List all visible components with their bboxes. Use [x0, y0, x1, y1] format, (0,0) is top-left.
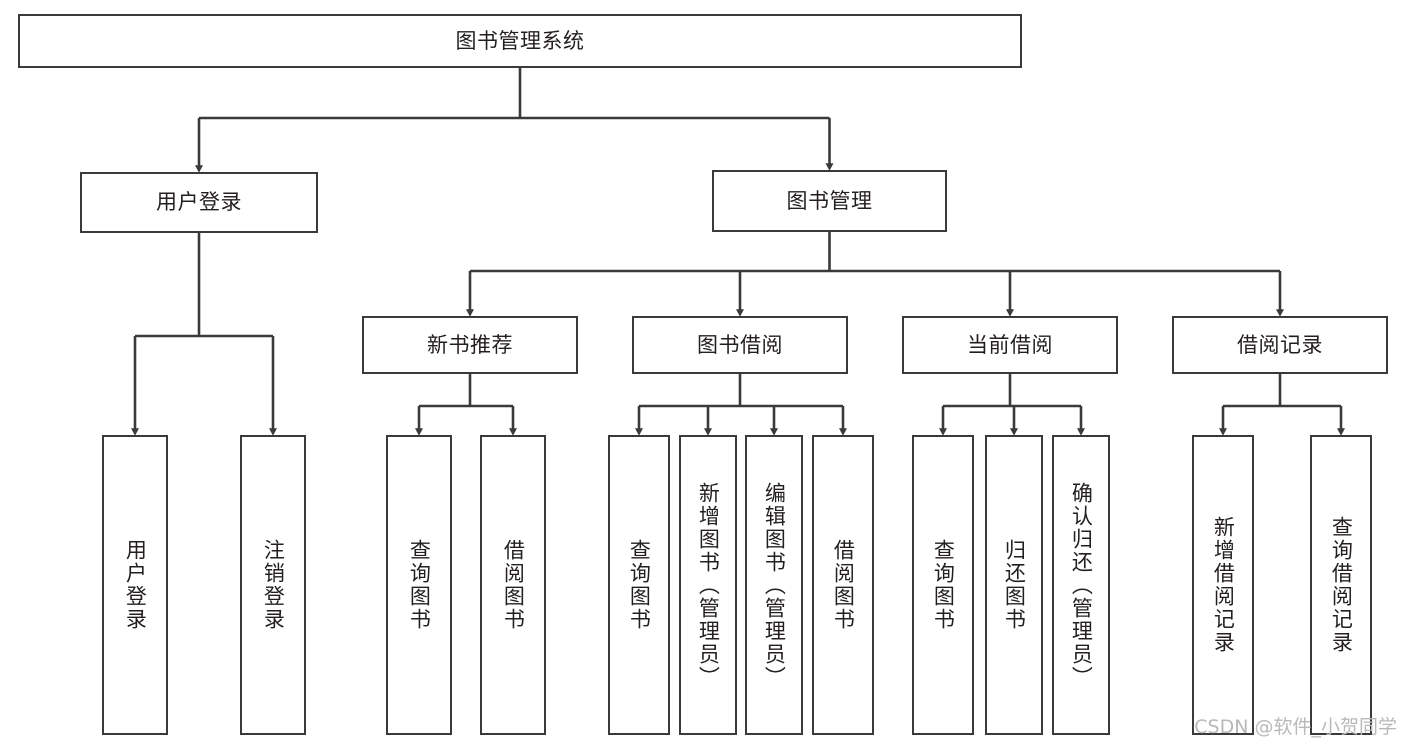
node-label: 归还图书: [1002, 539, 1027, 631]
node-borrow-record[interactable]: 借阅记录: [1172, 316, 1388, 374]
node-label: 图书借阅: [697, 332, 783, 357]
leaf-add-borrow-record[interactable]: 新增借阅记录: [1192, 435, 1254, 735]
leaf-confirm-return-admin[interactable]: 确认归还（管理员）: [1052, 435, 1110, 735]
node-label: 当前借阅: [967, 332, 1053, 357]
leaf-query-book-borrow[interactable]: 查询图书: [608, 435, 670, 735]
leaf-borrow-book-borrow[interactable]: 借阅图书: [812, 435, 874, 735]
leaf-borrow-book-new[interactable]: 借阅图书: [480, 435, 546, 735]
node-label: 查询图书: [931, 539, 956, 631]
leaf-query-book-new[interactable]: 查询图书: [386, 435, 452, 735]
node-book-borrow[interactable]: 图书借阅: [632, 316, 848, 374]
node-user-login[interactable]: 用户登录: [80, 172, 318, 233]
node-label: 确认归还（管理员）: [1069, 481, 1094, 689]
node-label: 借阅图书: [831, 539, 856, 631]
node-new-book-recommend[interactable]: 新书推荐: [362, 316, 578, 374]
csdn-watermark: CSDN @软件_小贺同学: [1194, 716, 1397, 738]
node-label: 图书管理系统: [455, 28, 585, 53]
node-label: 新增借阅记录: [1211, 516, 1236, 654]
leaf-query-borrow-record[interactable]: 查询借阅记录: [1310, 435, 1372, 735]
node-label: 借阅图书: [501, 539, 526, 631]
leaf-return-book[interactable]: 归还图书: [985, 435, 1043, 735]
node-root[interactable]: 图书管理系统: [18, 14, 1022, 68]
node-current-borrow[interactable]: 当前借阅: [902, 316, 1118, 374]
node-label: 图书管理: [786, 188, 873, 213]
node-label: 用户登录: [123, 539, 148, 631]
node-label: 查询图书: [627, 539, 652, 631]
leaf-add-book-admin[interactable]: 新增图书（管理员）: [679, 435, 737, 735]
node-label: 编辑图书（管理员）: [762, 481, 787, 689]
node-label: 查询图书: [407, 539, 432, 631]
leaf-query-book-current[interactable]: 查询图书: [912, 435, 974, 735]
leaf-user-login[interactable]: 用户登录: [102, 435, 168, 735]
node-label: 新增图书（管理员）: [696, 481, 721, 689]
node-label: 新书推荐: [427, 332, 513, 357]
leaf-logout[interactable]: 注销登录: [240, 435, 306, 735]
node-label: 注销登录: [261, 539, 286, 631]
node-label: 用户登录: [156, 190, 242, 215]
node-book-manage[interactable]: 图书管理: [712, 170, 947, 232]
leaf-edit-book-admin[interactable]: 编辑图书（管理员）: [745, 435, 803, 735]
node-label: 查询借阅记录: [1329, 516, 1354, 654]
node-label: 借阅记录: [1237, 332, 1323, 357]
